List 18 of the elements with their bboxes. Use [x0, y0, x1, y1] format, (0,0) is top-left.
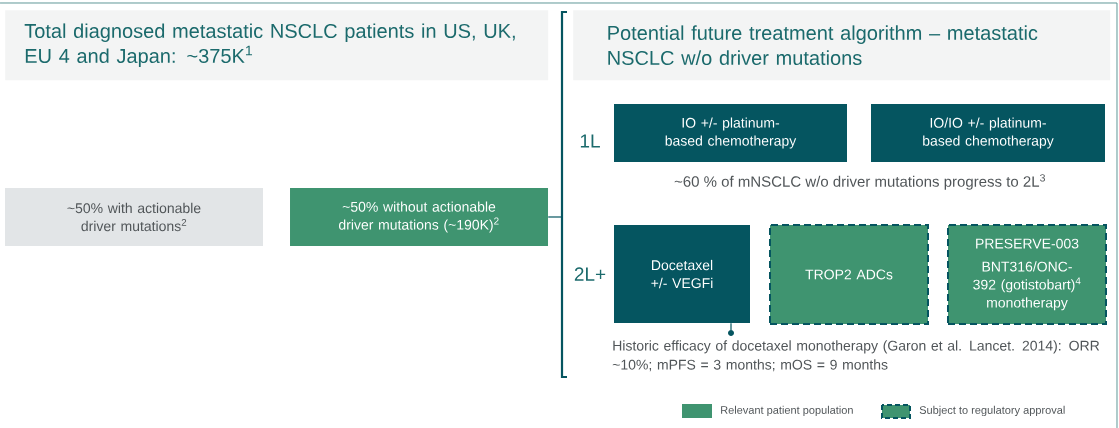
- header-band: Potential future treatment algorithm – metastatic NSCLC w/o driver mutations: [573, 10, 1111, 81]
- note-text: ~60 % of mNSCLC w/o driver mutations progress to 2L$^{3}$: [674, 174, 1045, 190]
- bracket: [560, 10, 567, 379]
- population-box: ~50% with actionable driver mutations$^{2}$: [5, 188, 263, 246]
- legend-text: Subject to regulatory approval: [919, 405, 1065, 417]
- line-label: 2L+: [574, 267, 606, 281]
- note-text: Historic efficacy of docetaxel monotherapy (Garon et al. Lancet. 2014): ORR ~10%; mPFS = 3 months; mOS = 9 months: [612, 340, 1100, 372]
- treatment-box: IO/IO +/- platinum-based chemotherapy: [871, 104, 1105, 162]
- treatment-box: IO +/- platinum-based chemotherapy: [614, 104, 847, 162]
- population-box: ~50% without actionable driver mutations (~190K)$^{2}$: [290, 188, 548, 246]
- legend-text: Relevant patient population: [721, 405, 853, 417]
- header-band: Total diagnosed metastatic NSCLC patients in US, UK, EU 4 and Japan: ~375K$^{1}$: [5, 10, 549, 81]
- treatment-box: Docetaxel +/- VEGFi: [614, 225, 750, 323]
- connector-line: [547, 216, 563, 218]
- treatment-box: TROP2 ADCs: [769, 224, 929, 325]
- leader-line: [730, 322, 732, 331]
- line-label: 1L: [580, 134, 600, 148]
- treatment-box: PRESERVE-003 BNT316/ONC-392 (gotistobart)$^{4}$ monotherapy: [947, 224, 1107, 325]
